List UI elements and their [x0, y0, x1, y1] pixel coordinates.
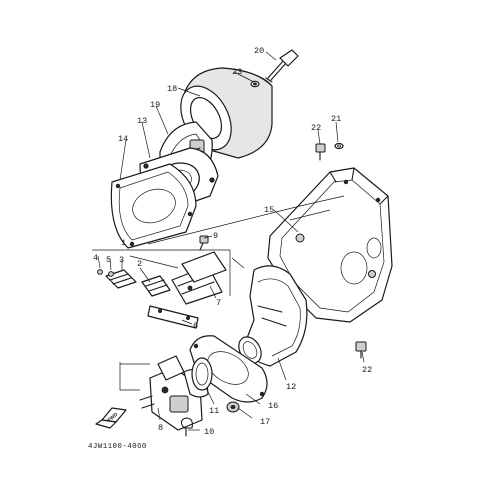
callout-22-lower: 22	[362, 365, 372, 375]
callout-16: 16	[268, 401, 278, 411]
joint-plate	[189, 335, 268, 403]
callout-10: 10	[204, 427, 214, 437]
callout-12: 12	[286, 382, 296, 392]
callout-1: 1	[121, 238, 126, 248]
gasket-plate	[110, 163, 197, 249]
callout-labels: 20 23 18 19 13 14 22 21 15 9 1 4 5 3 2 7…	[93, 46, 372, 437]
nut	[226, 401, 240, 413]
callout-22-upper: 22	[311, 123, 321, 133]
clip	[180, 417, 193, 437]
callout-13: 13	[137, 116, 147, 126]
reed-valve-parts	[97, 251, 227, 329]
leader-lines	[92, 51, 365, 431]
bolt-22-lower	[355, 341, 367, 359]
callout-14: 14	[118, 134, 128, 144]
callout-5: 5	[106, 255, 111, 265]
callout-8: 8	[158, 423, 163, 433]
callout-19: 19	[150, 100, 160, 110]
callout-2: 2	[137, 259, 142, 269]
callout-20: 20	[254, 46, 264, 56]
wing-bolt	[265, 49, 299, 83]
callout-15: 15	[264, 205, 274, 215]
callout-17: 17	[260, 417, 270, 427]
clamp	[191, 357, 213, 391]
bolt-9	[199, 235, 209, 251]
callout-23: 23	[232, 67, 242, 77]
callout-9: 9	[213, 231, 218, 241]
washer	[250, 80, 260, 88]
callout-6: 6	[193, 321, 198, 331]
forward-direction-arrow: FWD	[95, 407, 127, 429]
callout-21: 21	[331, 114, 341, 124]
callout-4: 4	[93, 253, 98, 263]
callout-18: 18	[167, 84, 177, 94]
diagram-code: 4JW1100-4060	[88, 443, 147, 451]
washer-21	[334, 142, 344, 150]
bolt-22-upper	[315, 143, 326, 161]
callout-7: 7	[216, 298, 221, 308]
callout-11: 11	[209, 406, 219, 416]
callout-3: 3	[119, 255, 124, 265]
